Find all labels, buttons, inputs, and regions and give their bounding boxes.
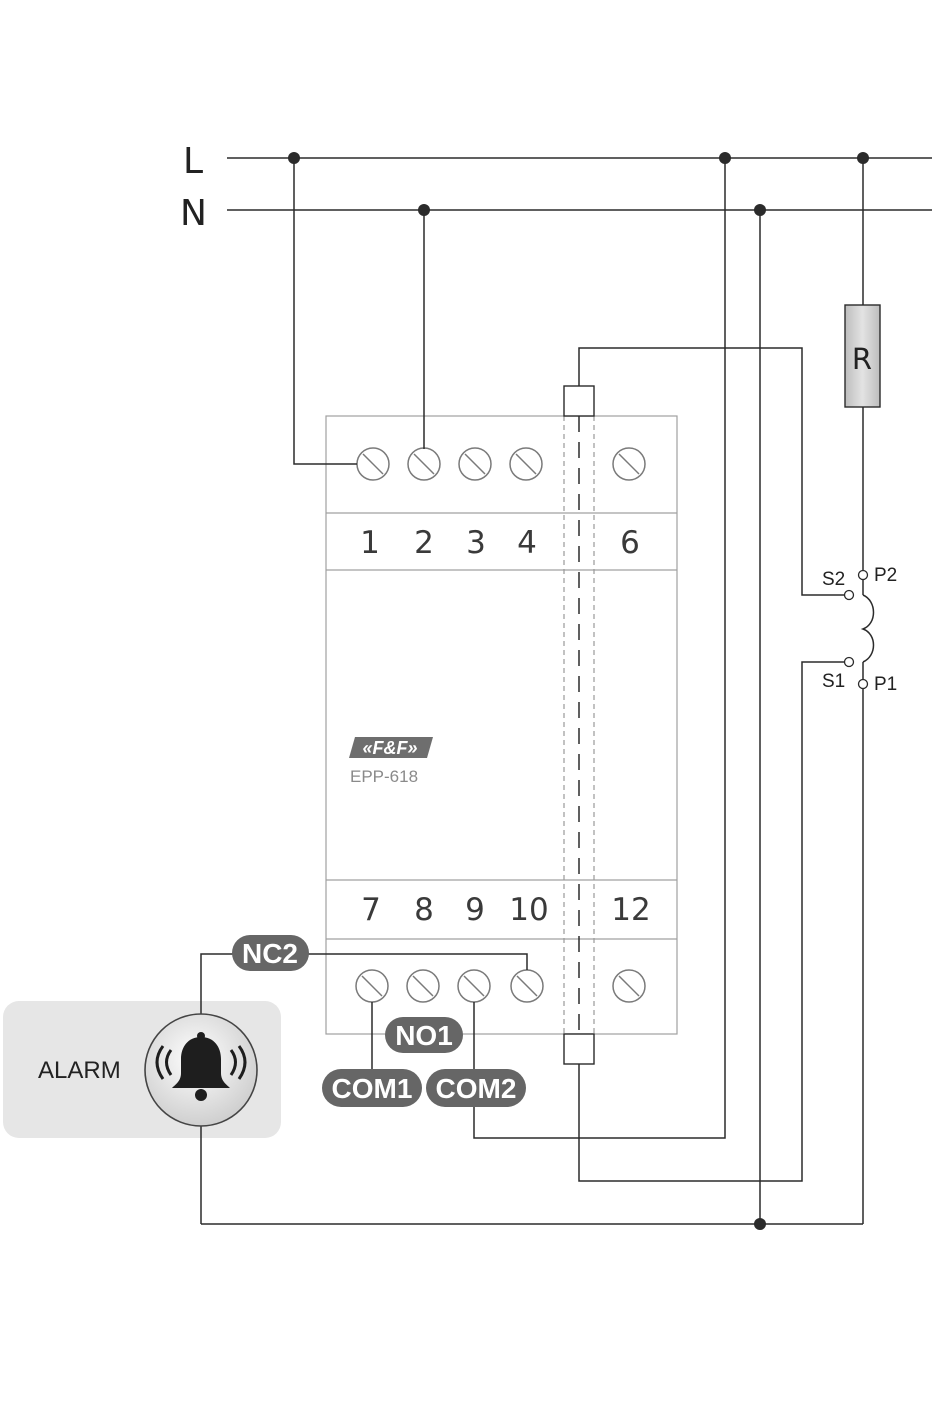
nc2-pill: NC2 [232,935,309,971]
junction-dot [418,204,430,216]
l-label: L [183,141,203,182]
s2-label: S2 [822,569,845,590]
s1-label: S1 [822,671,845,692]
com1-pill: COM1 [322,1069,422,1107]
terminal-number-12: 12 [611,892,650,928]
terminal-number-1: 1 [360,525,380,561]
com2-pill: COM2 [426,1069,526,1107]
no1-label: NO1 [395,1020,453,1051]
alarm-label: ALARM [38,1057,121,1084]
n-label: N [180,193,207,234]
epp-618-device [326,416,677,1034]
brand-text: «F&F» [362,738,417,758]
terminal-number-7: 7 [361,892,381,928]
no1-pill: NO1 [385,1017,463,1053]
bottom-terminal-9 [458,970,490,1002]
top-terminal-1 [357,448,389,480]
bottom-terminal-10 [511,970,543,1002]
com2-label: COM2 [436,1073,517,1104]
junction-dot [719,152,731,164]
terminal-number-4: 4 [517,525,537,561]
bottom-terminal-8 [407,970,439,1002]
p1-label: P1 [874,674,897,695]
alarm-bell [145,1014,257,1126]
terminal-number-2: 2 [414,525,434,561]
resistor-label: R [852,342,872,376]
top-terminal-4 [510,448,542,480]
com1-label: COM1 [332,1073,413,1104]
top-terminal-3 [459,448,491,480]
top-terminal-2 [408,448,440,480]
terminal-number-3: 3 [466,525,486,561]
junction-dot [754,204,766,216]
terminal-number-9: 9 [465,892,485,928]
terminal-number-10: 10 [509,892,548,928]
terminal-number-6: 6 [620,525,640,561]
bottom-terminal-7 [356,970,388,1002]
ff-logo: «F&F» [349,737,433,758]
top-terminal-6 [613,448,645,480]
bottom-terminal-12 [613,970,645,1002]
terminal-number-8: 8 [414,892,434,928]
nc2-label: NC2 [242,938,298,969]
p2-label: P2 [874,565,897,586]
junction-dot [857,152,869,164]
resistor: R [845,305,880,407]
junction-dot [288,152,300,164]
current-transformer [845,571,874,689]
junction-dot [754,1218,766,1230]
model-label: EPP-618 [350,767,418,786]
